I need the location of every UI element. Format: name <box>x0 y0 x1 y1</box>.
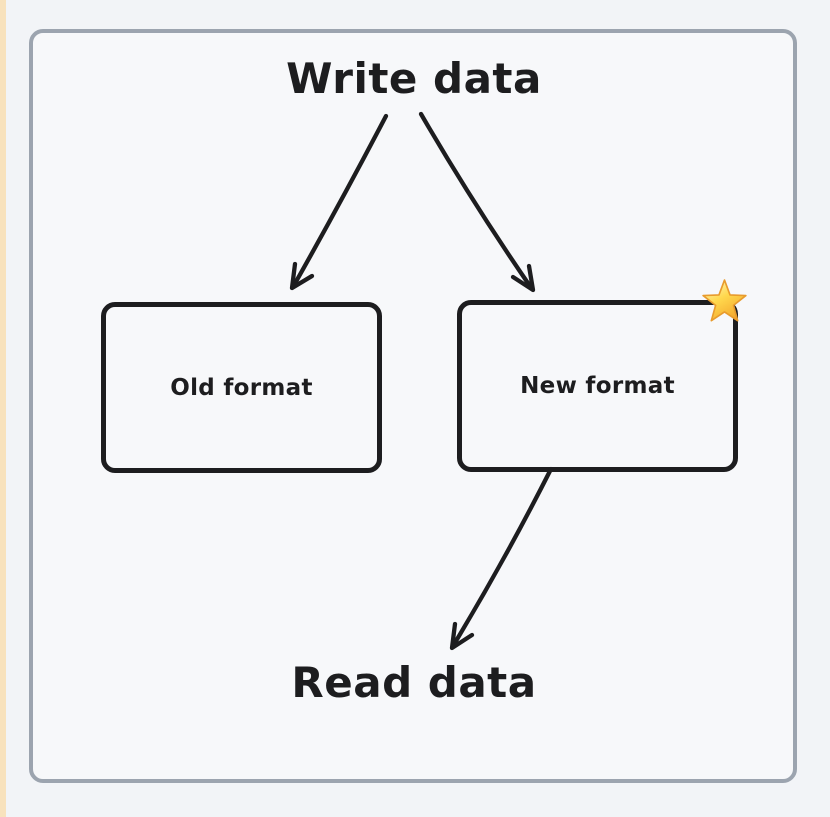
read-data-label: Read data <box>291 658 537 707</box>
new-format-label: New format <box>520 373 675 399</box>
left-edge-strip <box>0 0 6 817</box>
old-format-node: Old format <box>101 302 382 473</box>
old-format-label: Old format <box>170 374 313 401</box>
star-icon <box>702 279 747 322</box>
write-data-label: Write data <box>286 54 542 103</box>
new-format-node: New format <box>457 300 738 472</box>
